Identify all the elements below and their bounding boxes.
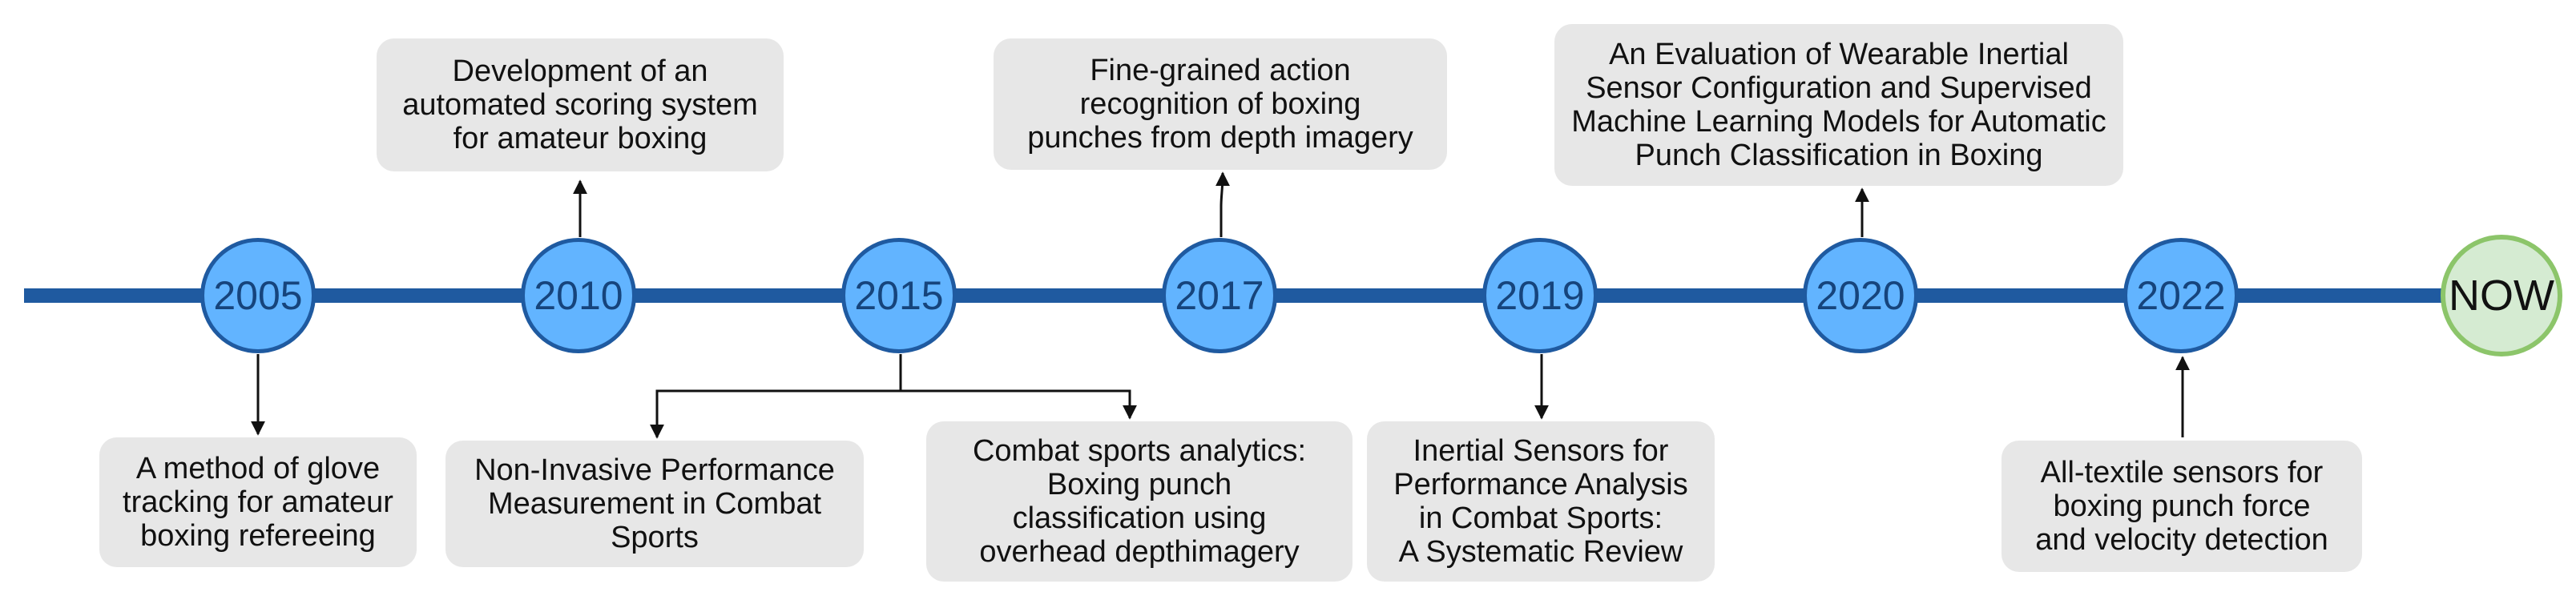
arrow-2017-up: [1215, 171, 1230, 237]
paper-box-2017: Fine-grained action recognition of boxin…: [994, 38, 1447, 170]
paper-box-2005: A method of glove tracking for amateur b…: [99, 437, 417, 567]
year-label: 2005: [213, 273, 303, 318]
paper-box-2020: An Evaluation of Wearable Inertial Senso…: [1554, 24, 2123, 186]
year-node-2005: 2005: [200, 238, 316, 353]
now-label: NOW: [2449, 272, 2554, 320]
year-node-2010: 2010: [521, 238, 636, 353]
year-label: 2017: [1175, 273, 1264, 318]
paper-box-2015-a: Non-Invasive Performance Measurement in …: [445, 441, 864, 567]
arrow-2015-split-left: [650, 354, 902, 439]
year-node-2020: 2020: [1803, 238, 1918, 353]
paper-box-2010: Development of an automated scoring syst…: [377, 38, 784, 171]
paper-box-2022: All-textile sensors for boxing punch for…: [2002, 441, 2362, 572]
year-node-2022: 2022: [2123, 238, 2239, 353]
year-node-2017: 2017: [1162, 238, 1277, 353]
paper-box-2015-b: Combat sports analytics: Boxing punch cl…: [926, 421, 1353, 582]
now-node: NOW: [2441, 235, 2562, 356]
year-label: 2019: [1495, 273, 1585, 318]
paper-box-2019: Inertial Sensors for Performance Analysi…: [1367, 421, 1715, 582]
year-label: 2015: [854, 273, 944, 318]
year-label: 2020: [1816, 273, 1905, 318]
year-node-2015: 2015: [841, 238, 957, 353]
arrow-2015-split-right: [901, 389, 1137, 420]
year-label: 2022: [2136, 273, 2226, 318]
year-label: 2010: [534, 273, 623, 318]
year-node-2019: 2019: [1482, 238, 1598, 353]
